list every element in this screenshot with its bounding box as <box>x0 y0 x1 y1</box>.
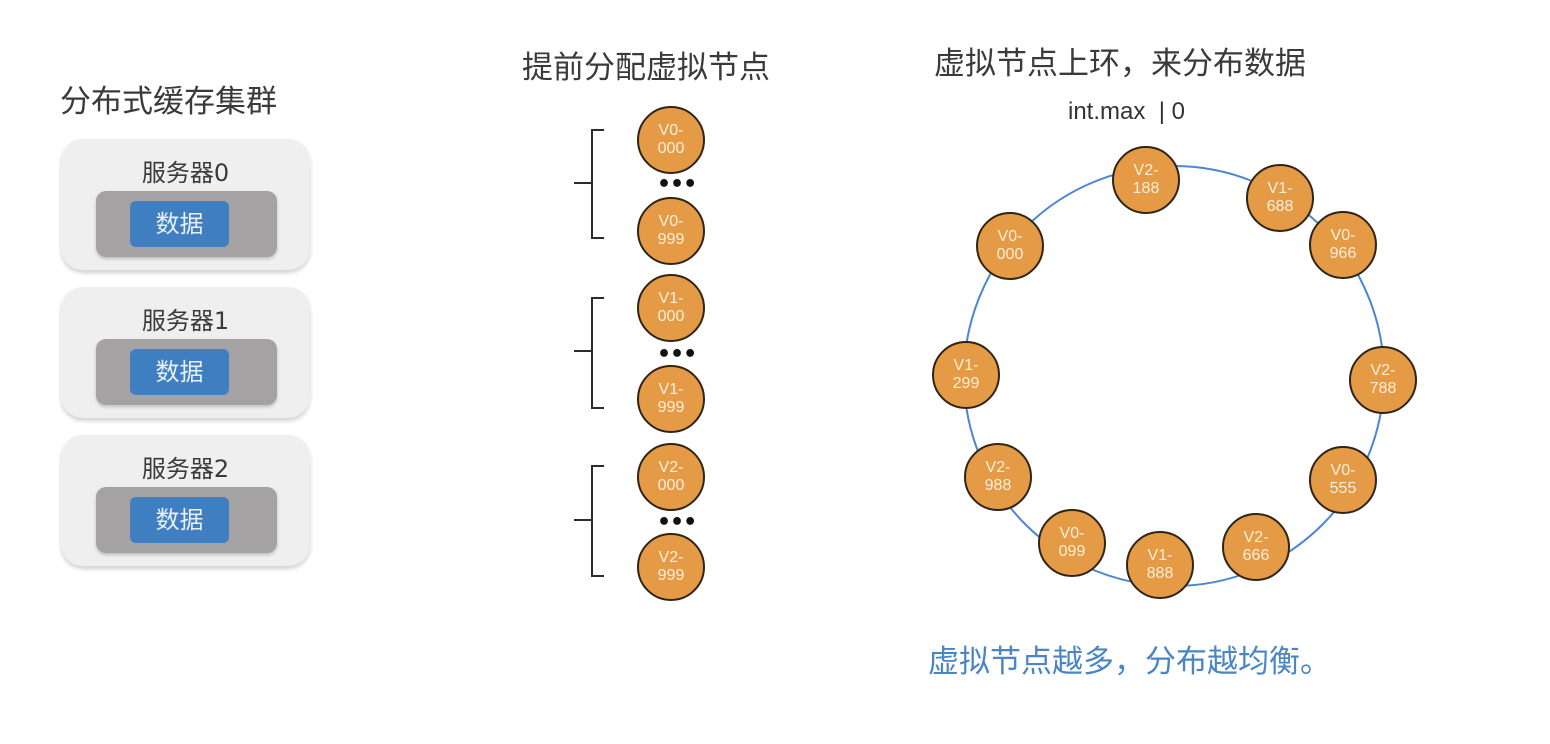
virtual-node: V1- 999 <box>637 365 705 433</box>
ring-node: V0-099 <box>1038 509 1106 577</box>
node-number: 099 <box>1058 543 1086 560</box>
ring-node: V0-966 <box>1309 211 1377 279</box>
ring-node: V0-000 <box>976 212 1044 280</box>
server-label: 服务器2 <box>141 455 230 483</box>
ring-node: V1-299 <box>932 341 1000 409</box>
node-prefix: V1- <box>1147 547 1173 564</box>
ring-node: V2-988 <box>964 443 1032 511</box>
node-number: 666 <box>1242 547 1270 564</box>
node-number: 000 <box>657 308 685 325</box>
preallocate-title: 提前分配虚拟节点 <box>522 50 770 86</box>
virtual-node: V1- 000 <box>637 274 705 342</box>
node-prefix: V2- <box>1370 362 1396 379</box>
node-prefix: V0- <box>997 228 1023 245</box>
data-chip: 数据 <box>130 349 229 395</box>
node-prefix: V0- <box>1059 525 1085 542</box>
virtual-node: V2- 999 <box>637 533 705 601</box>
node-prefix: V2- <box>985 459 1011 476</box>
node-number: 555 <box>1329 480 1357 497</box>
node-number: 999 <box>657 567 685 584</box>
group-braces <box>574 129 604 577</box>
node-number: 688 <box>1266 198 1294 215</box>
balance-caption: 虚拟节点越多，分布越均衡。 <box>928 644 1331 680</box>
virtual-node: V0- 999 <box>637 197 705 265</box>
node-number: 888 <box>1146 565 1174 582</box>
server-box-2: 服务器2 数据 <box>61 435 310 566</box>
node-prefix: V2- <box>658 549 684 566</box>
node-number: 999 <box>657 399 685 416</box>
server-label: 服务器1 <box>141 307 230 335</box>
server-storage: 数据 <box>96 191 277 257</box>
virtual-node: V0- 000 <box>637 106 705 174</box>
node-prefix: V0- <box>1330 227 1356 244</box>
node-prefix: V1- <box>1267 180 1293 197</box>
node-prefix: V2- <box>1133 162 1159 179</box>
node-number: 966 <box>1329 245 1357 262</box>
data-chip: 数据 <box>130 497 229 543</box>
node-number: 788 <box>1369 380 1397 397</box>
node-prefix: V2- <box>658 459 684 476</box>
node-prefix: V1- <box>658 381 684 398</box>
node-prefix: V0- <box>1330 462 1356 479</box>
virtual-node: V2- 000 <box>637 443 705 511</box>
brace-group-1 <box>574 297 604 409</box>
ring-node: V2-788 <box>1349 346 1417 414</box>
server-label: 服务器0 <box>141 159 230 187</box>
node-number: 999 <box>657 231 685 248</box>
ring-node: V2-188 <box>1112 146 1180 214</box>
ring-origin-label: int.max | 0 <box>1068 98 1185 125</box>
node-number: 000 <box>996 246 1024 263</box>
node-number: 299 <box>952 375 980 392</box>
node-number: 988 <box>984 477 1012 494</box>
node-number: 000 <box>657 477 685 494</box>
node-prefix: V2- <box>1243 529 1269 546</box>
node-prefix: V1- <box>658 290 684 307</box>
server-storage: 数据 <box>96 339 277 405</box>
ring-title: 虚拟节点上环，来分布数据 <box>934 46 1306 82</box>
ring-node: V2-666 <box>1222 513 1290 581</box>
ring-node: V1-688 <box>1246 164 1314 232</box>
node-prefix: V1- <box>953 357 979 374</box>
data-chip: 数据 <box>130 201 229 247</box>
brace-group-2 <box>574 465 604 577</box>
brace-group-0 <box>574 129 604 239</box>
ring-node: V0-555 <box>1309 446 1377 514</box>
ring-node: V1-888 <box>1126 531 1194 599</box>
server-box-1: 服务器1 数据 <box>61 287 310 418</box>
node-number: 000 <box>657 140 685 157</box>
server-storage: 数据 <box>96 487 277 553</box>
server-box-0: 服务器0 数据 <box>61 139 310 270</box>
node-number: 188 <box>1132 180 1160 197</box>
cluster-title: 分布式缓存集群 <box>60 84 277 120</box>
node-prefix: V0- <box>658 213 684 230</box>
node-prefix: V0- <box>658 122 684 139</box>
